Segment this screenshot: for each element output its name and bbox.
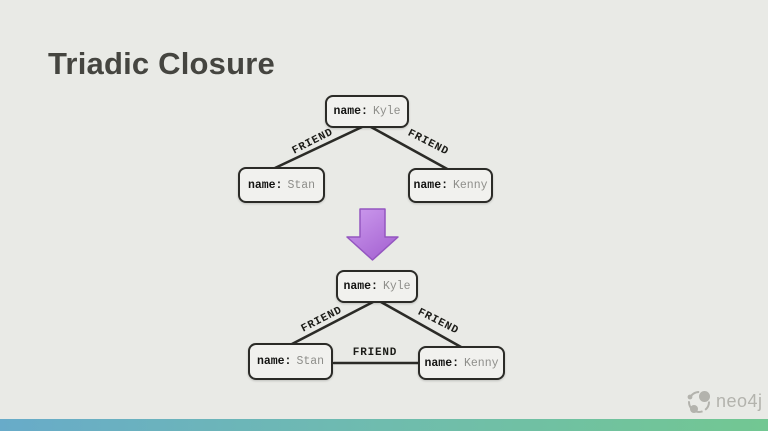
node-kyle-after: name: Kyle <box>336 270 418 303</box>
neo4j-logo: neo4j <box>686 385 763 417</box>
node-stan-after: name: Stan <box>248 343 333 380</box>
node-kenny-before: name: Kenny <box>408 168 493 203</box>
node-property-key: name: <box>343 280 378 293</box>
node-kenny-after: name: Kenny <box>418 346 505 380</box>
node-stan-before: name: Stan <box>238 167 325 203</box>
node-property-value: Stan <box>287 178 316 192</box>
node-property-key: name: <box>247 178 283 192</box>
footer-gradient-bar <box>0 419 768 431</box>
node-property-value: Stan <box>296 355 325 368</box>
neo4j-graph-icon <box>687 391 710 413</box>
edge-label-friend: FRIEND <box>290 126 336 158</box>
neo4j-logo-text: neo4j <box>716 390 763 411</box>
node-property-value: Kyle <box>382 280 411 293</box>
page-title: Triadic Closure <box>48 46 275 81</box>
node-property-key: name: <box>424 356 459 370</box>
node-property-key: name: <box>333 105 368 118</box>
node-property-value: Kyle <box>372 105 401 118</box>
node-property-value: Kenny <box>453 179 488 192</box>
edge-label-friend: FRIEND <box>352 347 398 359</box>
node-property-key: name: <box>256 355 292 368</box>
edge-label-friend: FRIEND <box>415 306 461 338</box>
edge-label-friend: FRIEND <box>405 127 451 159</box>
down-arrow-icon <box>346 208 399 261</box>
node-property-key: name: <box>413 179 448 192</box>
edge-label-friend: FRIEND <box>299 304 345 336</box>
node-kyle-before: name: Kyle <box>325 95 409 128</box>
node-property-value: Kenny <box>464 356 499 370</box>
